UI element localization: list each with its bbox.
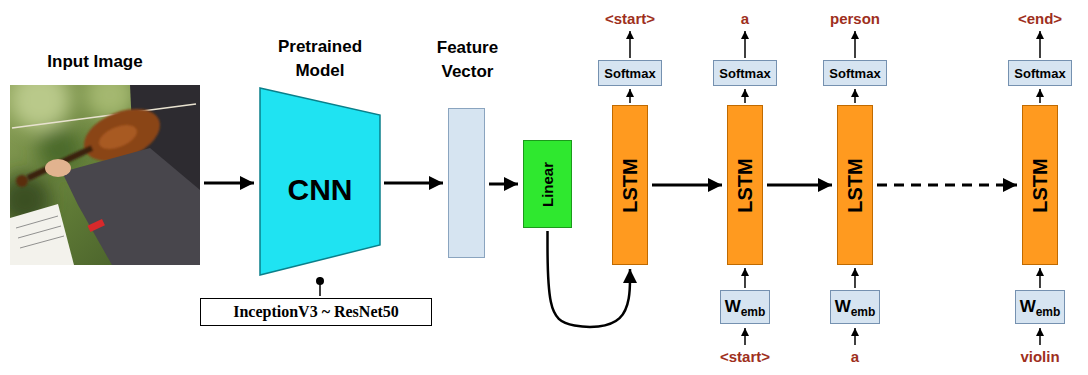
flow-arrow <box>652 184 722 187</box>
layer-label: LSTM <box>619 158 642 212</box>
layer-label: Linear <box>539 161 556 206</box>
linear-layer: Linear <box>523 140 572 228</box>
output-arrow <box>1039 31 1041 58</box>
softmax-box: Softmax <box>1008 60 1072 86</box>
weight-subscript: emb <box>851 305 876 319</box>
embedding-box: Wemb <box>830 290 881 324</box>
input-arrows <box>745 328 1040 345</box>
embedding-box: Wemb <box>1015 290 1066 324</box>
weight-symbol: W <box>835 297 851 317</box>
output-arrow <box>629 31 631 58</box>
flow-arrow <box>767 184 832 187</box>
input-word: a <box>851 348 859 365</box>
weight-symbol: W <box>1020 297 1036 317</box>
flow-arrow <box>489 183 518 186</box>
output-arrows <box>630 31 1040 58</box>
cnn-label: CNN <box>288 173 353 207</box>
flow-arrow <box>384 182 443 185</box>
lstm-cell: LSTM <box>1022 105 1058 265</box>
box-label: Softmax <box>1014 66 1065 81</box>
vertical-arrow <box>1039 89 1041 103</box>
layer-label: LSTM <box>844 158 867 212</box>
staff-line <box>18 226 61 238</box>
softmax-box: Softmax <box>823 60 887 86</box>
vector-heading: Feature Vector <box>426 36 510 84</box>
vertical-arrow <box>319 277 321 296</box>
input-word: <start> <box>720 348 770 365</box>
vertical-arrow <box>744 89 746 103</box>
box-label: InceptionV3 ~ ResNet50 <box>233 303 399 321</box>
model-name-box: InceptionV3 ~ ResNet50 <box>200 298 432 326</box>
vertical-arrow <box>629 89 631 103</box>
softmax-box: Softmax <box>713 60 777 86</box>
vertical-arrow <box>1039 268 1041 288</box>
softmax-box: Softmax <box>598 60 662 86</box>
bokeh <box>10 85 70 130</box>
input-word: violin <box>1020 348 1059 365</box>
input-arrow <box>744 328 746 345</box>
weight-symbol: W <box>725 297 741 317</box>
flow-arrow <box>877 184 1017 187</box>
image-title: Input Image <box>47 52 142 72</box>
feature-vector: Feature Vector <box>448 108 485 258</box>
embedding-box: Wemb <box>720 290 771 324</box>
cnn-outline <box>260 88 380 275</box>
output-word: a <box>741 10 749 27</box>
sleeve <box>62 148 200 265</box>
violin-scroll <box>16 175 28 187</box>
layer-label: LSTM <box>734 158 757 212</box>
lstm-cell: LSTM <box>612 105 648 265</box>
vertical-arrow <box>744 268 746 288</box>
weight-subscript: emb <box>1036 305 1061 319</box>
lstm-cell: LSTM <box>727 105 763 265</box>
output-word: <start> <box>605 10 655 27</box>
violin-highlight <box>96 120 141 154</box>
vertical-arrow <box>854 89 856 103</box>
bracelet <box>87 219 104 232</box>
output-arrow <box>744 31 746 58</box>
box-label: Softmax <box>719 66 770 81</box>
hand <box>45 159 71 177</box>
output-arrow <box>854 31 856 58</box>
input-photo <box>10 85 200 265</box>
box-label: Softmax <box>829 66 880 81</box>
input-arrow <box>854 328 856 345</box>
staff-line <box>16 216 58 228</box>
sheet-music <box>10 204 74 265</box>
cnn-trapezoid: Pretrained ModelCNN <box>260 88 380 275</box>
output-word: person <box>830 10 880 27</box>
model-heading: Pretrained Model <box>265 35 375 83</box>
layer-label: LSTM <box>1029 158 1052 212</box>
lstm-cell: LSTM <box>837 105 873 265</box>
box-label: Softmax <box>604 66 655 81</box>
image-arrow <box>204 182 254 185</box>
staff-line <box>20 236 64 248</box>
weight-subscript: emb <box>741 305 766 319</box>
vertical-arrow <box>854 268 856 288</box>
output-word: <end> <box>1018 10 1062 27</box>
input-arrow <box>1039 328 1041 345</box>
